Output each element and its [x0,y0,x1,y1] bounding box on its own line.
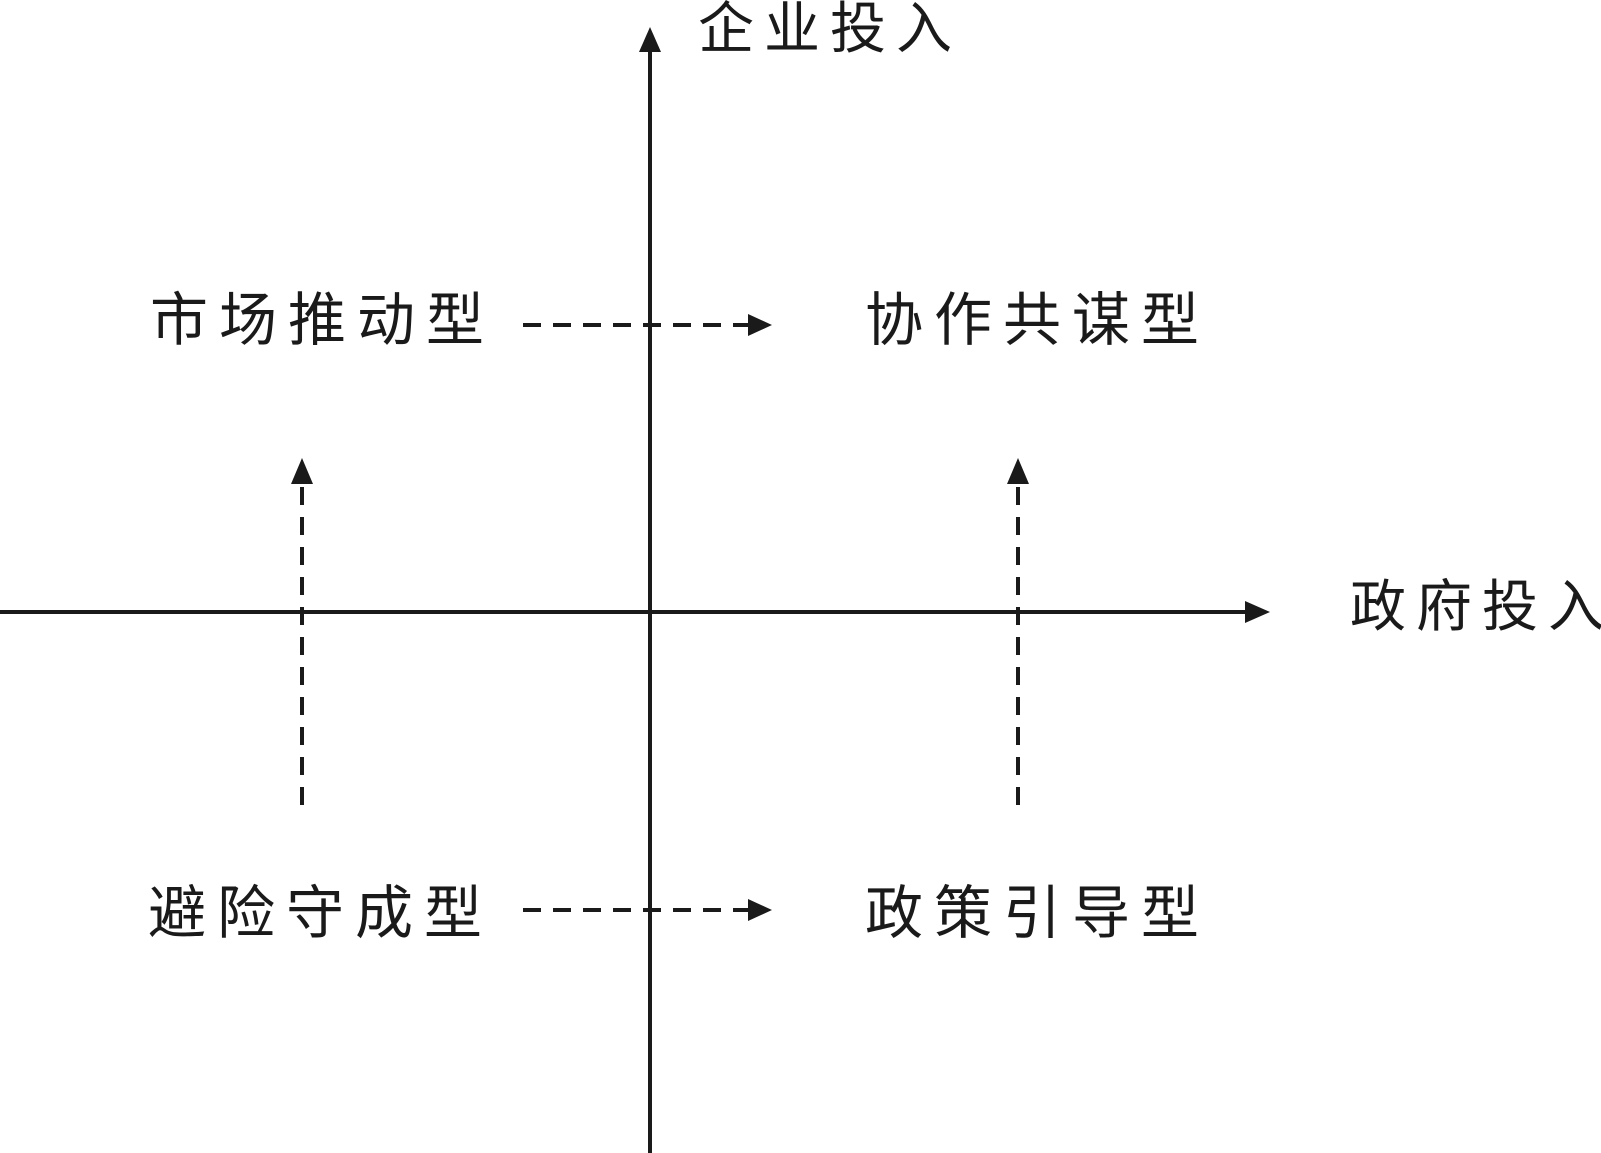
dashed-arrow-left-vertical-head [291,458,313,484]
dashed-arrow-bottom-horizontal-head [748,899,772,921]
x-axis-label: 政府投入 [1350,575,1601,640]
dashed-arrow-top-horizontal-head [748,314,772,336]
x-axis-arrowhead [1245,601,1270,623]
quadrant-label-top-left: 市场推动型 [150,286,495,354]
y-axis-label: 企业投入 [698,0,962,62]
quadrant-label-bottom-right: 政策引导型 [865,879,1210,947]
dashed-arrow-right-vertical-head [1007,458,1029,484]
quadrant-label-top-right: 协作共谋型 [865,286,1210,354]
quadrant-label-bottom-left: 避险守成型 [148,879,493,947]
y-axis-arrowhead [639,27,661,52]
